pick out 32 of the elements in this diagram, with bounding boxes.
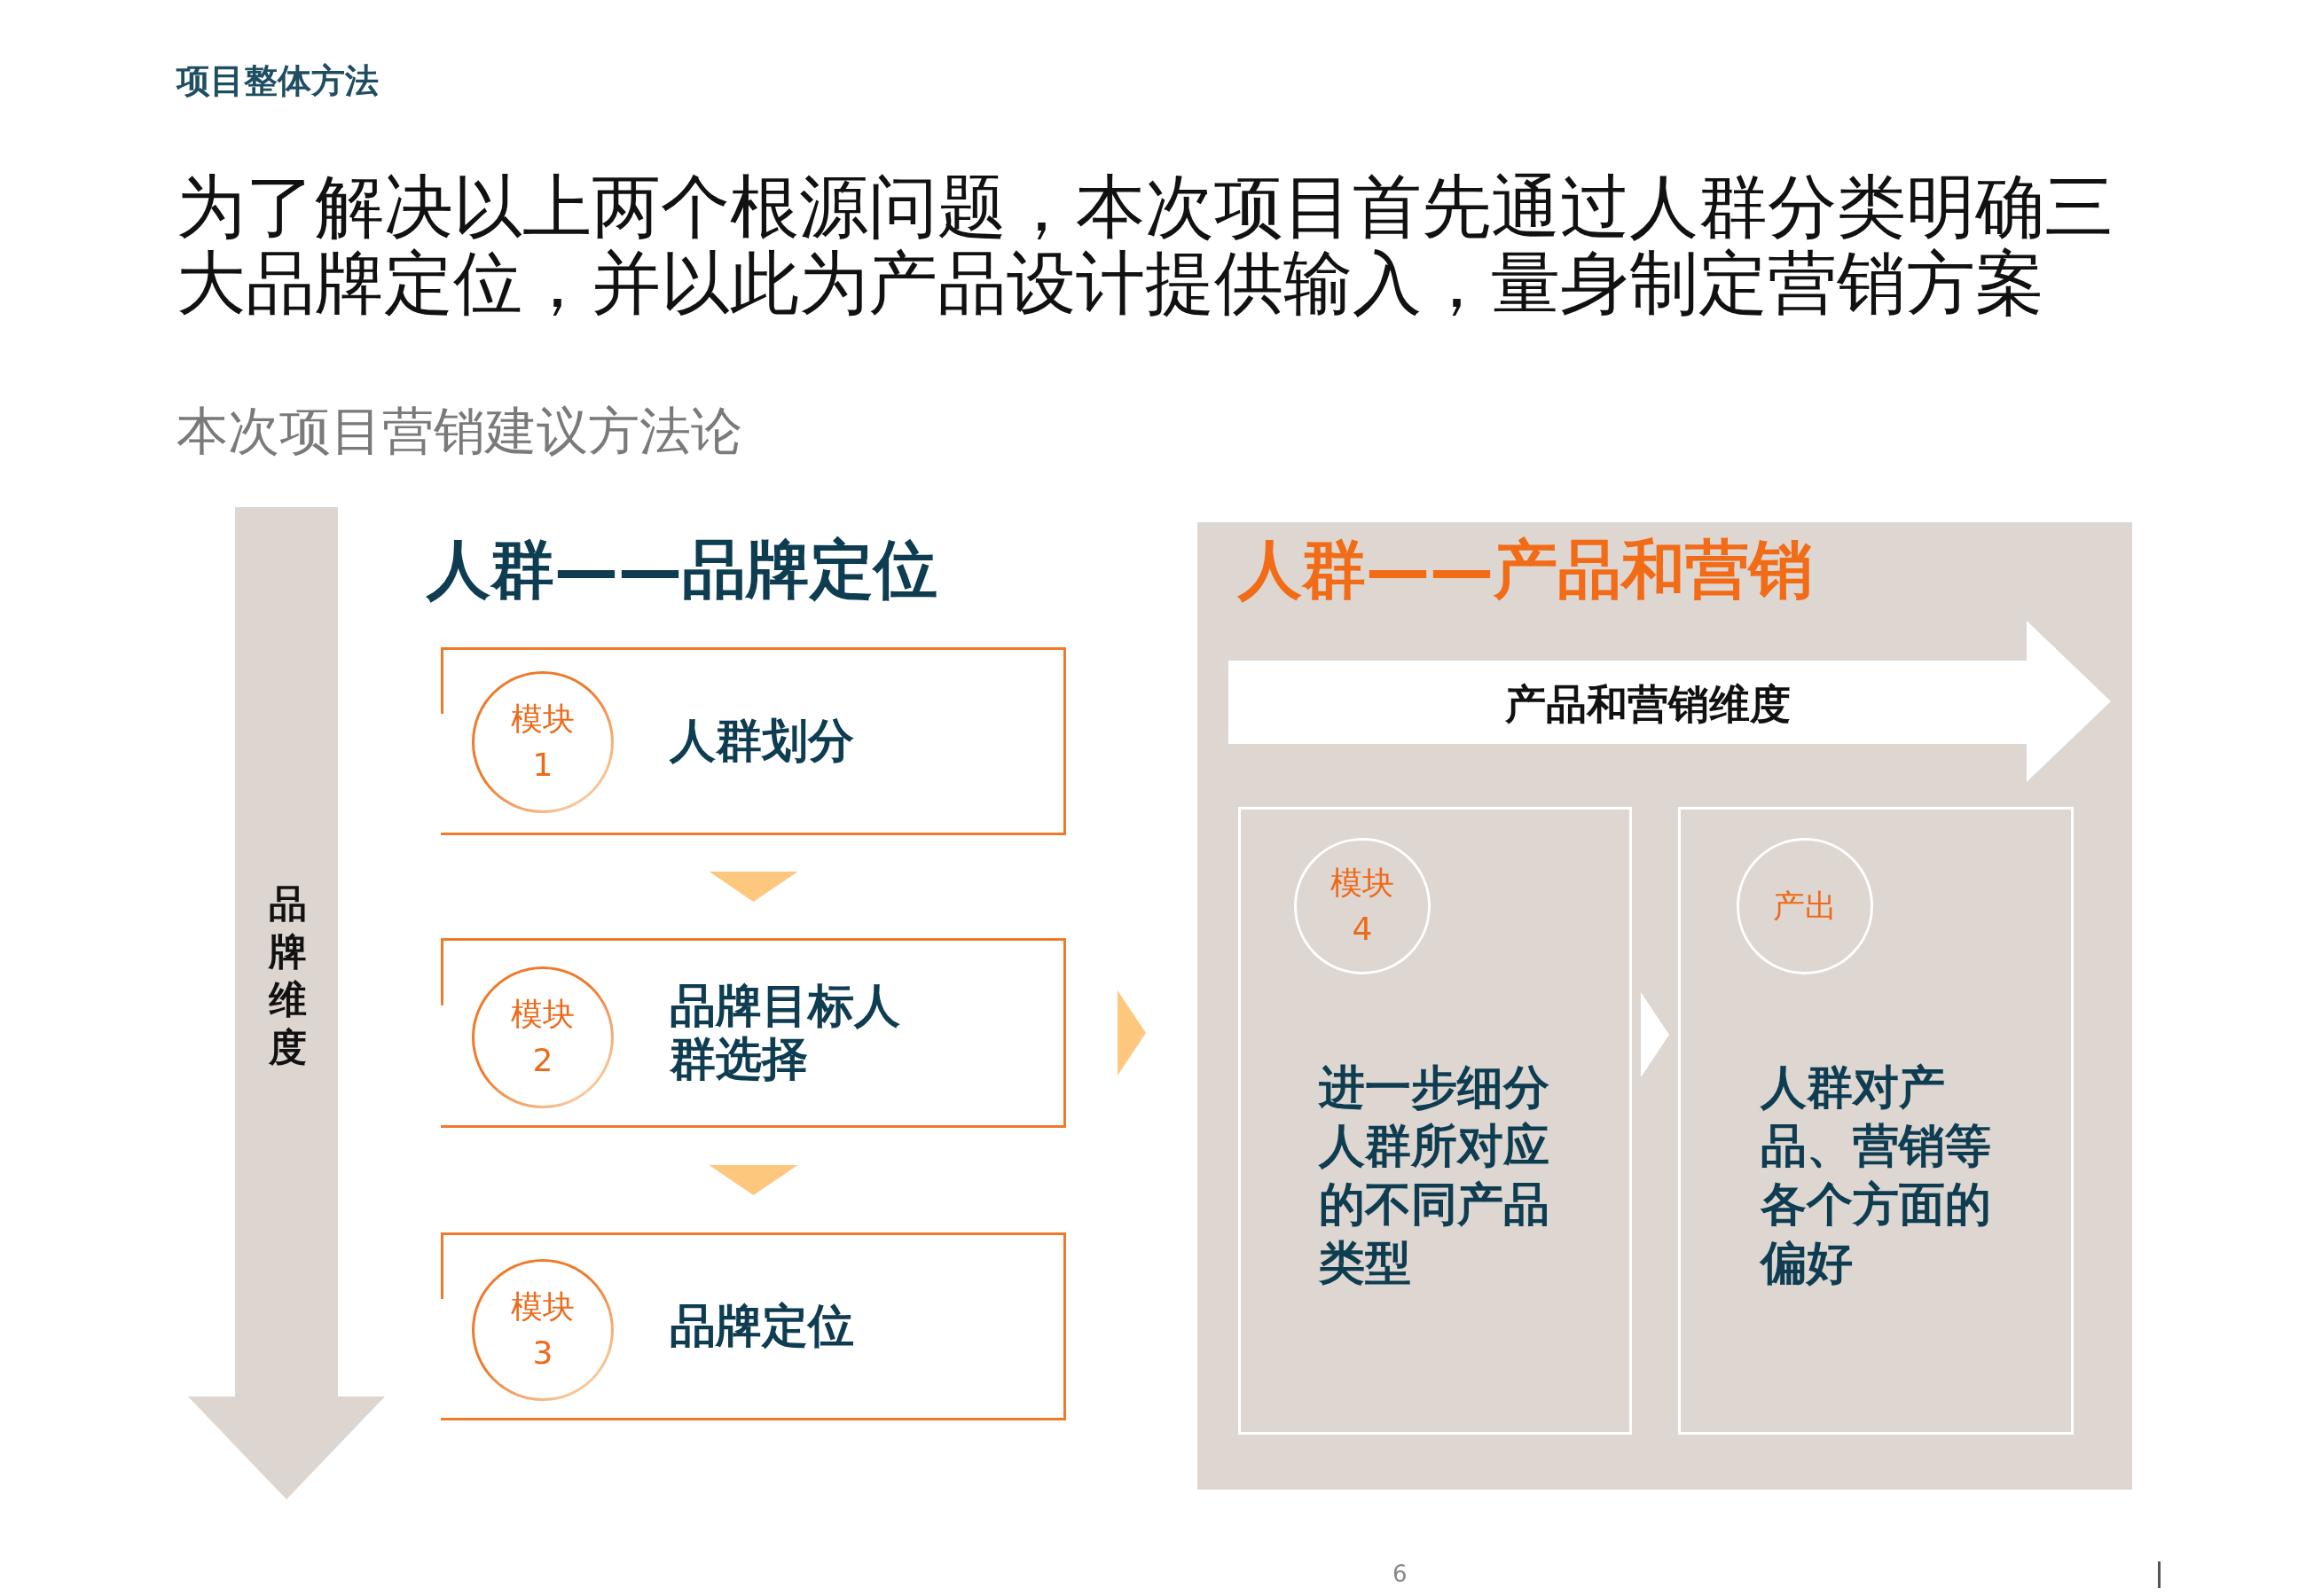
step-box	[441, 938, 1066, 1128]
section-label: 项目整体方法	[176, 60, 379, 102]
dimension-arrow	[188, 507, 385, 1499]
arrow-text: 品牌维度	[267, 880, 308, 1071]
step-text: 人群划分	[670, 715, 855, 768]
chevron-arrow	[709, 1165, 798, 1195]
dimension-arrow	[1228, 621, 2111, 782]
card-text: 进一步细分人群所对应的不同产品类型	[1319, 1060, 1550, 1291]
badge-text: 模块 2	[510, 994, 576, 1080]
step-box	[441, 1232, 1066, 1420]
module-badge	[1737, 838, 1873, 974]
arrow-text: 产品和营销维度	[1503, 679, 1792, 730]
page-number: 6	[1392, 1561, 1408, 1587]
step-text: 品牌目标人群选择	[670, 980, 901, 1086]
subtitle: 本次项目营销建议方法论	[176, 400, 742, 463]
step-text: 品牌定位	[670, 1300, 855, 1353]
chevron-arrow	[1118, 990, 1146, 1076]
content-card	[1678, 807, 2074, 1435]
page-title: 为了解决以上两个根源问题，本次项目首先通过人群分类明确三大品牌定位，并以此为产品设计提供输入，量身制定营销方案	[176, 168, 2114, 321]
module-badge	[1294, 838, 1431, 974]
panel-background	[1197, 522, 2132, 1490]
badge-text: 产出	[1772, 886, 1838, 926]
content-card	[1238, 807, 1632, 1435]
section-heading: 人群——品牌定位	[427, 531, 937, 608]
chevron-arrow	[1641, 992, 1669, 1077]
card-text: 人群对产品、营销等各个方面的偏好	[1761, 1060, 1992, 1291]
step-box	[441, 647, 1066, 835]
badge-text: 模块 4	[1329, 863, 1395, 949]
badge-text: 模块 3	[510, 1287, 576, 1373]
chevron-arrow	[709, 872, 798, 902]
badge-text: 模块 1	[510, 699, 576, 785]
panel-heading: 人群——产品和营销	[1238, 531, 1813, 608]
